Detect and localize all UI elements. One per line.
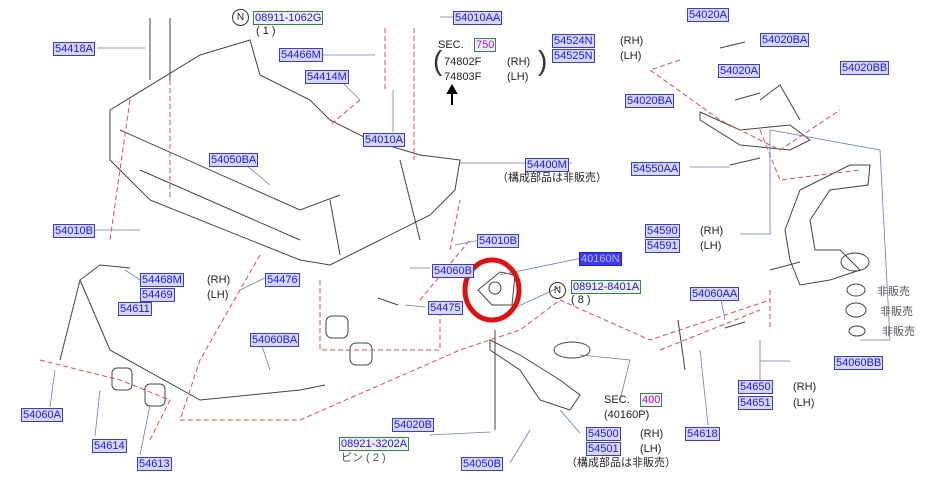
part-08921-3202A[interactable]: 08921-3202A: [339, 437, 410, 451]
part-54020A[interactable]: 54020A: [687, 8, 729, 22]
highlight-circle: [462, 257, 522, 323]
part-54524N[interactable]: 54524N: [552, 34, 595, 48]
part-54611[interactable]: 54611: [118, 302, 152, 316]
new-part-marker: N: [549, 282, 566, 299]
dashed-guide-lines: [39, 28, 861, 441]
part-54614[interactable]: 54614: [92, 439, 127, 453]
part-54501[interactable]: 54501: [586, 442, 621, 456]
not-sold-note: （構成部品は非販売）: [497, 172, 607, 184]
part-54590[interactable]: 54590: [645, 224, 680, 238]
section-750-link[interactable]: 750: [474, 38, 497, 52]
part-54050B[interactable]: 54050B: [461, 457, 503, 471]
part-54050BA[interactable]: 54050BA: [209, 153, 259, 167]
part-74803F: 74803F: [444, 71, 482, 83]
part-74802F: 74802F: [444, 56, 482, 68]
part-54010B[interactable]: 54010B: [477, 234, 519, 248]
part-40160P: (40160P): [604, 409, 650, 421]
lh-label: (LH): [507, 71, 529, 83]
part-54414M[interactable]: 54414M: [305, 70, 349, 84]
part-54650[interactable]: 54650: [738, 380, 773, 394]
rh-label: (RH): [207, 274, 231, 286]
part-54500[interactable]: 54500: [586, 427, 621, 441]
part-54020BA[interactable]: 54020BA: [625, 94, 675, 108]
rh-label: (RH): [620, 35, 644, 47]
part-54651[interactable]: 54651: [738, 396, 773, 410]
part-54591[interactable]: 54591: [645, 239, 680, 253]
svg-text:): ): [538, 45, 547, 76]
part-54618[interactable]: 54618: [685, 427, 720, 441]
part-54020B[interactable]: 54020B: [392, 418, 434, 432]
lh-label: (LH): [207, 289, 229, 301]
part-54613[interactable]: 54613: [137, 457, 172, 471]
quantity-8: ( 8 ): [571, 294, 591, 306]
part-08912-8401A[interactable]: 08912-8401A: [571, 280, 642, 294]
not-sold-label: 非販売: [877, 286, 910, 298]
part-54400M[interactable]: 54400M: [525, 158, 569, 172]
lh-label: (LH): [793, 397, 815, 409]
leader-lines: [49, 16, 891, 464]
part-54010B[interactable]: 54010B: [53, 224, 95, 238]
section-400-link[interactable]: 400: [640, 393, 663, 407]
quantity-1: ( 1 ): [256, 25, 276, 37]
not-sold-label: 非販売: [880, 306, 913, 318]
sec-label: SEC.: [604, 394, 630, 406]
upper-arm: [699, 111, 811, 151]
new-part-marker: N: [232, 9, 249, 26]
part-54020BB[interactable]: 54020BB: [840, 61, 890, 75]
part-40160N-selected[interactable]: 40160N: [579, 252, 622, 266]
part-54060BB[interactable]: 54060BB: [834, 356, 884, 370]
not-sold-note: （構成部品は非販売）: [566, 457, 676, 469]
lh-label: (LH): [640, 443, 662, 455]
part-54010AA[interactable]: 54010AA: [453, 11, 503, 25]
rh-label: (RH): [507, 56, 531, 68]
part-54020A[interactable]: 54020A: [718, 64, 760, 78]
part-54418A[interactable]: 54418A: [53, 42, 95, 56]
part-54060BA[interactable]: 54060BA: [250, 333, 300, 347]
part-54020BA[interactable]: 54020BA: [760, 33, 810, 47]
part-54469[interactable]: 54469: [140, 288, 175, 302]
lh-label: (LH): [700, 240, 722, 252]
part-54060B[interactable]: 54060B: [432, 264, 474, 278]
steering-arm: [489, 339, 581, 411]
part-54468M[interactable]: 54468M: [140, 273, 184, 287]
subframe: [109, 39, 461, 266]
rh-label: (RH): [700, 225, 724, 237]
part-54550AA[interactable]: 54550AA: [631, 162, 681, 176]
part-54525N[interactable]: 54525N: [552, 49, 595, 63]
part-54060A[interactable]: 54060A: [21, 408, 63, 422]
not-sold-label: 非販売: [882, 326, 915, 338]
stabilizer-bar: [59, 264, 326, 401]
sec-label: SEC.: [438, 39, 464, 51]
arrow-up-icon: [446, 83, 458, 105]
rh-label: (RH): [793, 381, 817, 393]
part-54466M[interactable]: 54466M: [279, 48, 323, 62]
part-54476[interactable]: 54476: [265, 273, 300, 287]
part-54010A[interactable]: 54010A: [363, 133, 405, 147]
part-08911-1062G[interactable]: 08911-1062G: [253, 11, 324, 25]
knuckle: [784, 164, 871, 286]
rh-label: (RH): [640, 428, 664, 440]
pin-quantity-2: ピン ( 2 ): [341, 452, 386, 464]
lh-label: (LH): [620, 50, 642, 62]
part-54060AA[interactable]: 54060AA: [690, 287, 740, 301]
svg-text:(: (: [433, 45, 443, 76]
part-54475[interactable]: 54475: [428, 301, 463, 315]
